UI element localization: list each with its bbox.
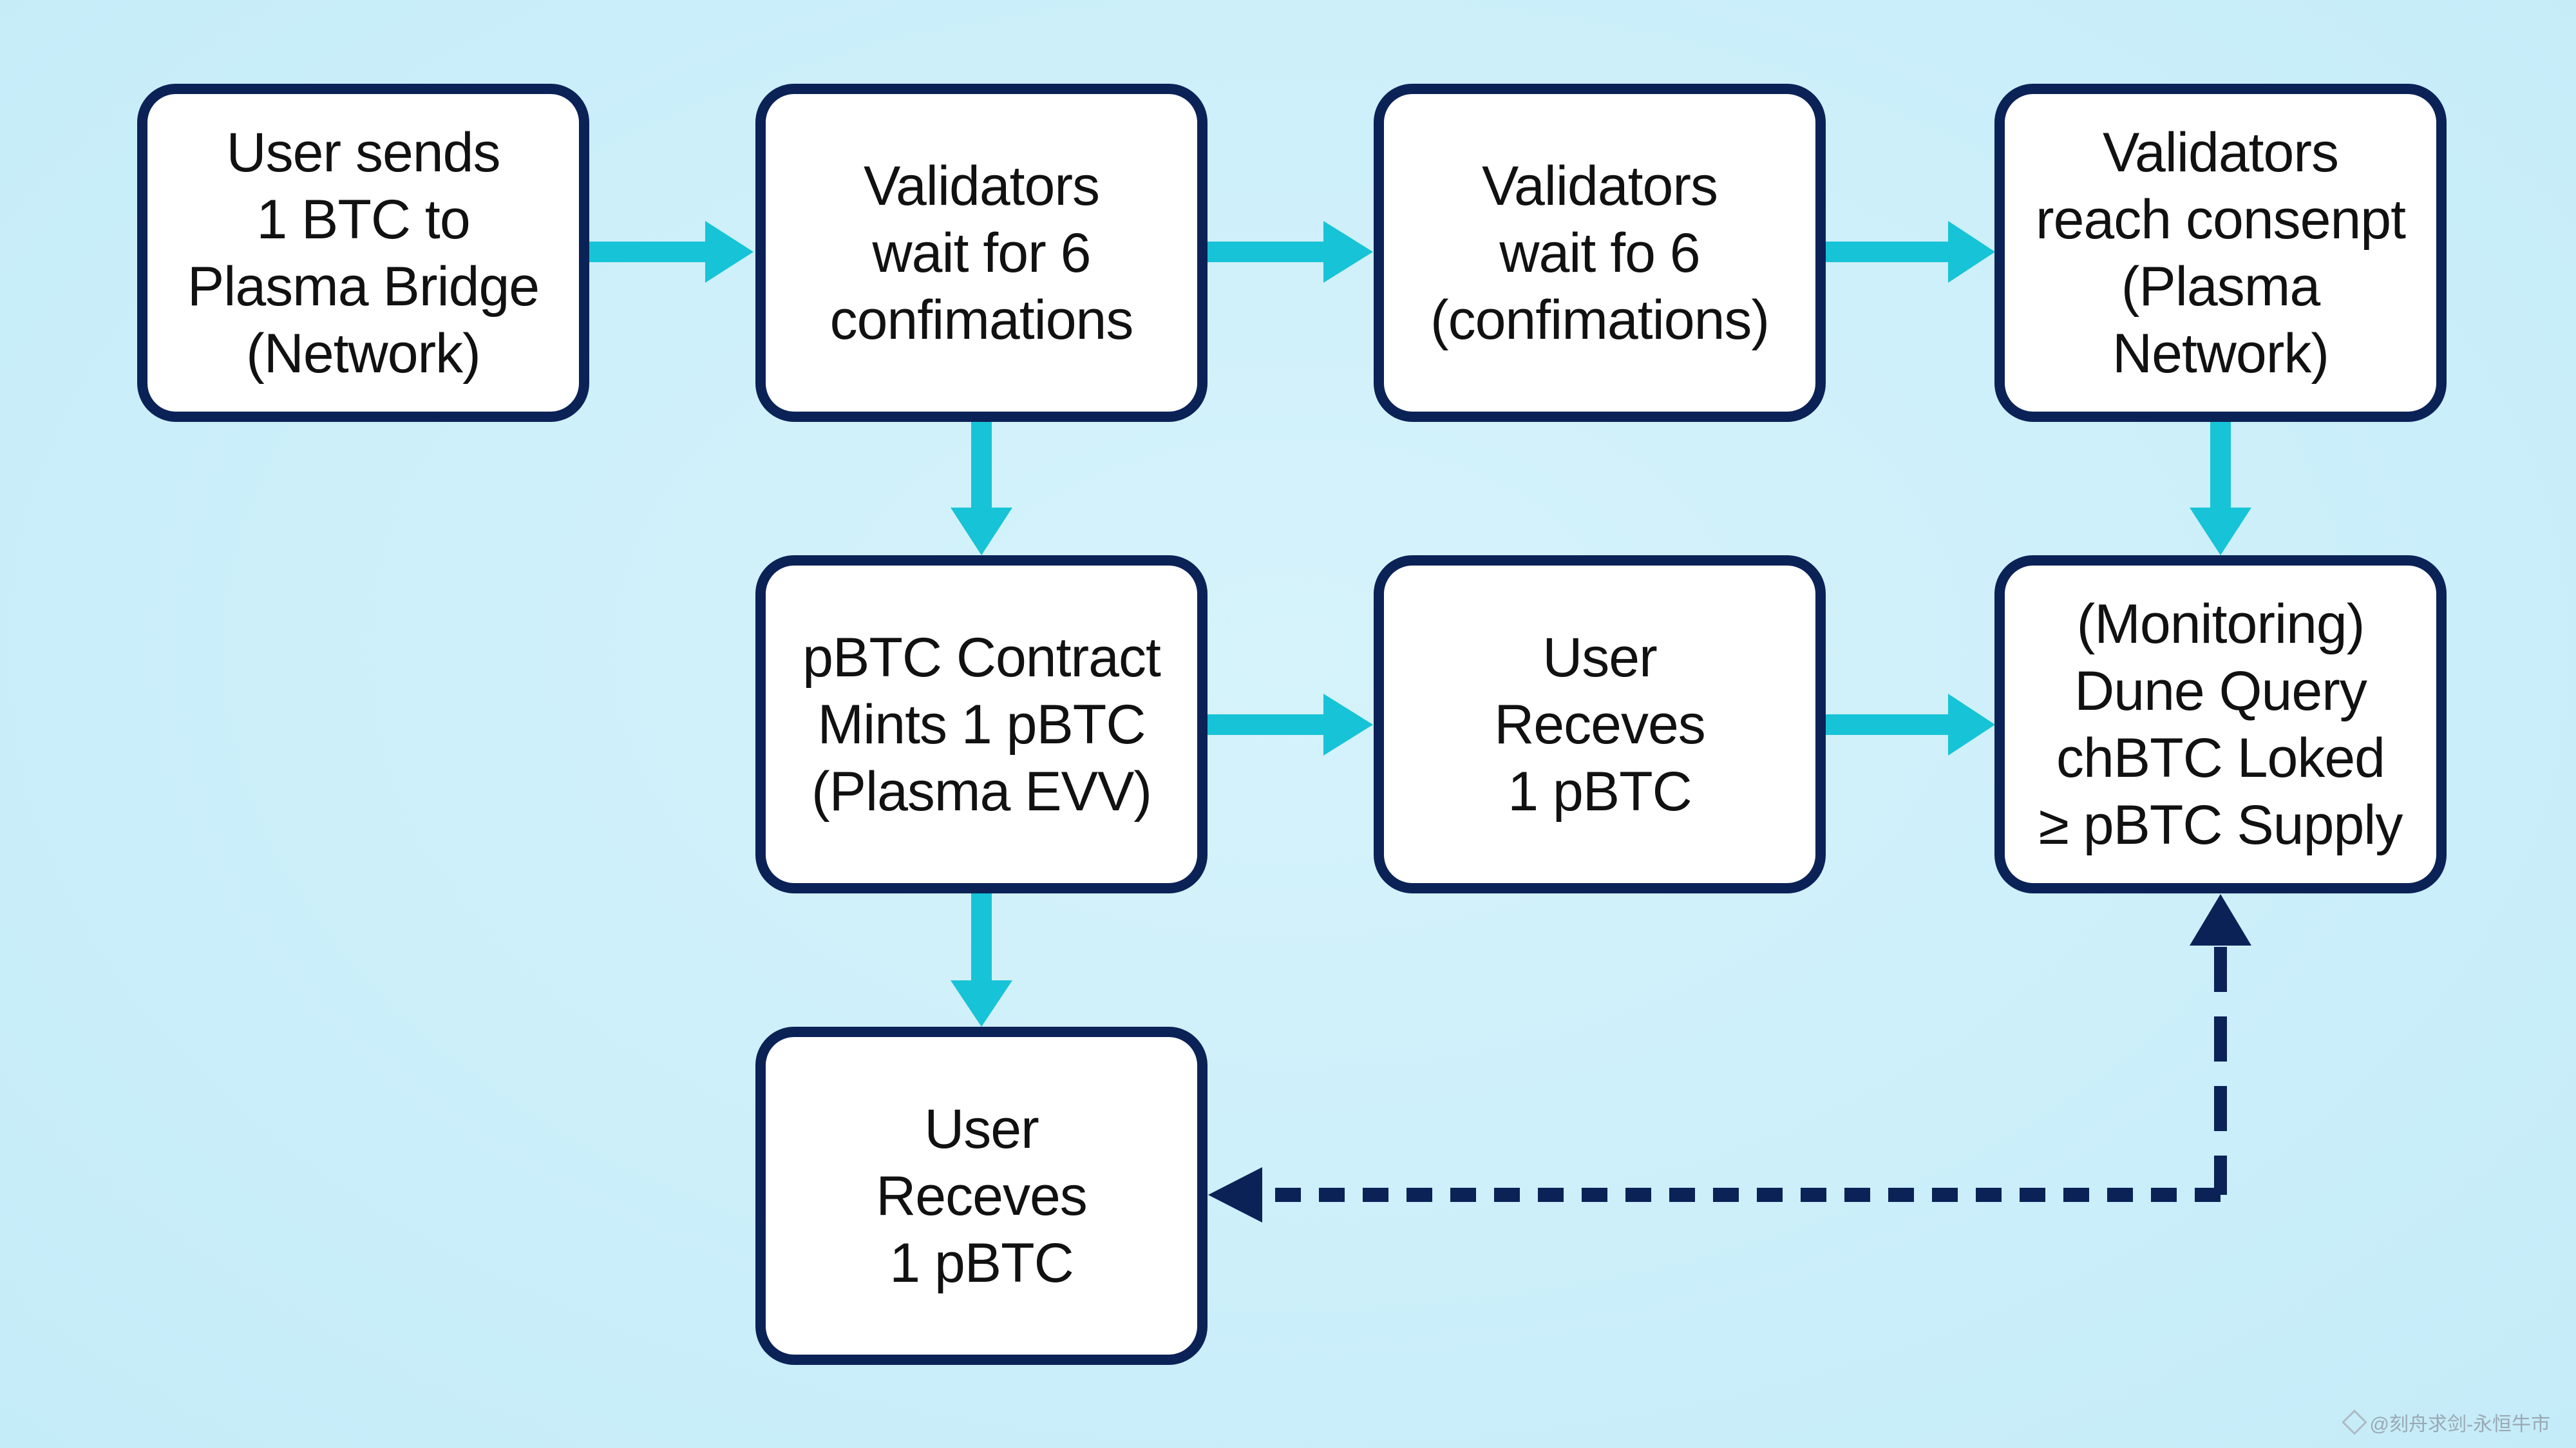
node-label: Validators wait for 6 confimations	[829, 155, 1134, 351]
arrow-n4-n7	[2190, 420, 2251, 555]
node-label: (Monitoring) Dune Query chBTC Loked ≥ pB…	[2038, 593, 2403, 856]
node-validators-consensus: Validators reach consenpt (Plasma Networ…	[1994, 84, 2447, 422]
watermark: @刻舟求剑-永恒牛市	[2341, 1408, 2550, 1436]
arrow-n3-n4	[1824, 221, 1995, 283]
node-user-sends-btc: User sends 1 BTC to Plasma Bridge (Netwo…	[137, 84, 589, 422]
arrow-n5-n8	[951, 893, 1012, 1027]
arrow-n6-n7	[1824, 694, 1995, 756]
dashed-arrow-n7-n8	[1208, 894, 2251, 1223]
node-label: User Receves 1 pBTC	[876, 1098, 1088, 1294]
arrow-n5-n6	[1206, 694, 1373, 756]
arrow-n1-n2	[587, 221, 753, 283]
node-label: Validators wait fo 6 (confimations)	[1430, 155, 1770, 351]
arrow-n2-n3	[1206, 221, 1373, 283]
watermark-text: @刻舟求剑-永恒牛市	[2369, 1414, 2550, 1435]
node-user-receives-2: User Receves 1 pBTC	[755, 1027, 1208, 1365]
node-label: Validators reach consenpt (Plasma Networ…	[2035, 121, 2406, 385]
binance-logo-icon	[2341, 1409, 2367, 1435]
node-label: pBTC Contract Mints 1 pBTC (Plasma EVV)	[802, 626, 1161, 823]
node-monitoring-dune: (Monitoring) Dune Query chBTC Loked ≥ pB…	[1994, 555, 2447, 893]
node-user-receives-1: User Receves 1 pBTC	[1374, 555, 1826, 893]
node-validators-wait-1: Validators wait for 6 confimations	[755, 84, 1208, 422]
node-validators-wait-2: Validators wait fo 6 (confimations)	[1374, 84, 1826, 422]
node-label: User Receves 1 pBTC	[1494, 626, 1706, 823]
node-label: User sends 1 BTC to Plasma Bridge (Netwo…	[187, 121, 540, 385]
arrow-n2-n5	[951, 420, 1012, 555]
node-pbtc-mint: pBTC Contract Mints 1 pBTC (Plasma EVV)	[755, 555, 1208, 893]
